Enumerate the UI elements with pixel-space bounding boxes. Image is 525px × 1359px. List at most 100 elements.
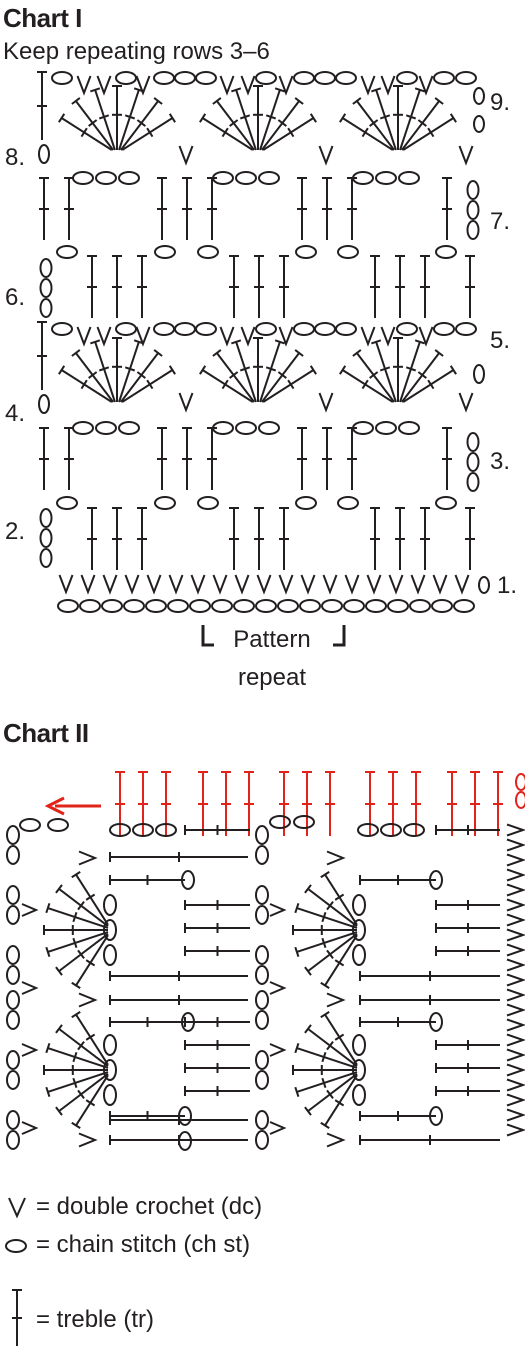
dc-stroke <box>380 75 396 96</box>
treble <box>184 1086 250 1096</box>
treble <box>442 177 452 240</box>
double-crochet <box>506 868 525 882</box>
double-crochet <box>506 1108 525 1122</box>
chain-stitch <box>255 1050 269 1070</box>
treble <box>465 255 475 318</box>
treble <box>393 337 403 402</box>
chain-stitch <box>398 421 420 435</box>
double-crochet <box>506 913 525 927</box>
treble-post <box>118 89 140 151</box>
treble-bar <box>124 366 136 372</box>
treble-top <box>352 97 362 105</box>
treble <box>359 1111 436 1121</box>
treble-post <box>402 369 454 403</box>
treble <box>399 87 425 151</box>
chain-stitch <box>357 823 379 837</box>
chain-stitch <box>352 944 366 966</box>
treble-top <box>304 1106 312 1116</box>
chain-stitch <box>212 421 234 435</box>
chain-stitch <box>154 496 176 510</box>
chain-stitch <box>153 322 175 336</box>
treble <box>229 255 239 318</box>
direction-arrow-head <box>44 796 65 816</box>
dc-stroke <box>326 992 346 1008</box>
treble <box>297 427 307 490</box>
legend-symbols <box>5 1197 27 1346</box>
chain-stitch <box>145 599 167 613</box>
treble <box>199 365 254 403</box>
double-crochet <box>506 1003 525 1017</box>
double-crochet <box>506 1078 525 1092</box>
treble-bar <box>221 127 229 138</box>
treble-post <box>261 352 300 403</box>
treble-bar <box>229 119 239 127</box>
treble <box>339 365 394 403</box>
treble-post <box>216 352 255 403</box>
treble <box>294 1043 358 1069</box>
dc-stroke <box>388 574 404 595</box>
chain-stitch <box>321 599 343 613</box>
treble-post <box>202 369 254 403</box>
treble-post <box>75 1014 109 1066</box>
row-label-8: 8. <box>5 144 26 171</box>
treble <box>112 507 122 570</box>
treble <box>58 365 113 403</box>
row-label-3: 3. <box>490 448 511 475</box>
treble-bar <box>85 1099 96 1107</box>
treble <box>262 113 317 151</box>
treble <box>261 349 304 403</box>
treble-bar <box>239 366 251 372</box>
dc-stroke <box>506 838 525 852</box>
treble <box>87 507 97 570</box>
dc-stroke <box>96 326 112 347</box>
treble-top <box>212 349 222 357</box>
treble-bar <box>80 127 88 138</box>
treble-bar <box>72 911 78 923</box>
dc-stroke <box>269 1043 287 1057</box>
double-crochet <box>269 903 287 917</box>
chain-stitch <box>343 599 365 613</box>
treble-top <box>55 1106 63 1116</box>
treble <box>109 875 185 885</box>
chain-stitch <box>466 220 480 240</box>
treble-top <box>449 365 457 375</box>
row-label-6: 6. <box>5 284 26 311</box>
treble <box>322 427 332 490</box>
treble-post <box>121 117 173 151</box>
double-crochet <box>212 574 228 595</box>
chain-stitch <box>47 818 69 832</box>
treble <box>302 771 312 836</box>
treble-post <box>216 100 255 151</box>
treble-bar <box>369 371 379 379</box>
treble <box>297 177 307 240</box>
double-crochet <box>135 75 151 96</box>
treble <box>395 255 405 318</box>
treble <box>244 771 254 836</box>
chain-stitch <box>453 599 475 613</box>
dc-stroke <box>360 326 376 347</box>
chain-stitch <box>337 496 359 510</box>
treble <box>157 177 167 240</box>
treble-post <box>58 1073 109 1112</box>
treble-top <box>153 349 163 357</box>
dc-stroke <box>410 574 426 595</box>
dc-stroke <box>506 1003 525 1017</box>
chain-stitch <box>235 171 257 185</box>
treble <box>71 934 109 989</box>
dc-stroke <box>278 75 294 96</box>
chain-stitch <box>255 71 277 85</box>
treble-post <box>61 369 113 403</box>
row-label-5: 5. <box>490 327 511 354</box>
dc-stroke <box>240 75 256 96</box>
chain-stitch <box>352 919 366 941</box>
treble <box>138 771 148 836</box>
chain-stitch <box>295 496 317 510</box>
treble-bar <box>326 949 334 959</box>
treble-top <box>414 339 425 345</box>
chain-stitch <box>103 1059 117 1081</box>
treble <box>109 1017 185 1027</box>
treble <box>55 884 109 927</box>
double-crochet <box>269 1121 287 1135</box>
chain-stitch <box>255 845 269 865</box>
treble <box>90 339 116 403</box>
